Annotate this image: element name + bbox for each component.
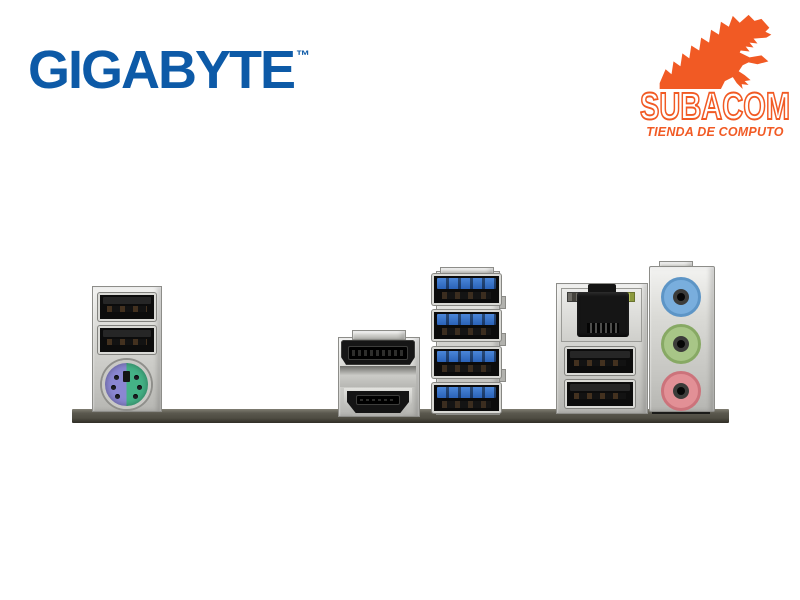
subacom-logo: SUBACOM TIENDA DE COMPUTO [636, 4, 794, 144]
subacom-wordmark: SUBACOM [639, 86, 791, 128]
usb3-port [432, 347, 501, 378]
usb2-port [98, 293, 156, 321]
rj45-latch-tab [588, 284, 616, 293]
trademark-symbol: ™ [296, 47, 311, 63]
ps2-key-slot [123, 371, 130, 382]
lan-ethernet-port [577, 292, 629, 337]
audio-jack-line-out [661, 324, 701, 364]
usb3-port [432, 383, 501, 413]
usb3-port [432, 274, 501, 305]
gigabyte-wordmark: GIGABYTE [28, 40, 296, 100]
ps2-combo-port [102, 360, 151, 409]
hdmi-port [344, 388, 412, 416]
subacom-tagline: TIENDA DE COMPUTO [646, 125, 784, 139]
usb2-port [98, 326, 156, 354]
audio-jack-mic [661, 371, 701, 411]
video-block-divider [340, 366, 416, 387]
usb3-port [432, 310, 501, 341]
audio-jack-line-in [661, 277, 701, 317]
video-block-tab [352, 330, 406, 340]
trex-dinosaur-icon [659, 14, 772, 90]
usb2-port [565, 347, 635, 375]
usb2-port [565, 380, 635, 408]
rj45-contacts [587, 323, 619, 333]
svg-text:SUBACOM: SUBACOM [640, 86, 790, 128]
display-port [341, 340, 415, 365]
